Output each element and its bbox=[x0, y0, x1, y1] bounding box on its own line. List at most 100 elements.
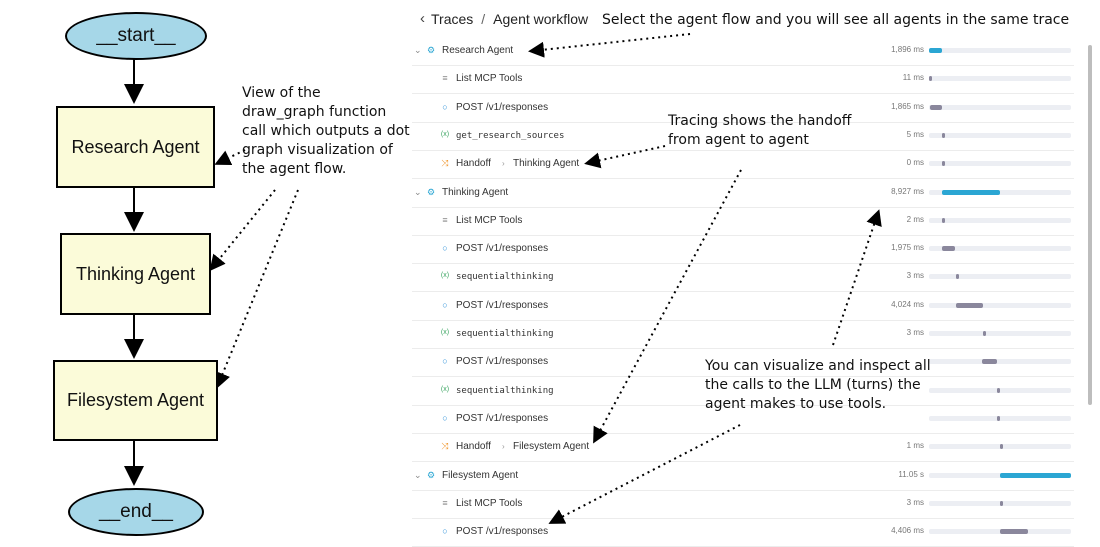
span-label: Filesystem Agent bbox=[442, 469, 519, 481]
agent-icon: ⚙ bbox=[426, 186, 436, 197]
span-label: sequentialthinking bbox=[456, 385, 554, 396]
timeline-bar bbox=[929, 48, 942, 53]
timeline-bar bbox=[941, 246, 955, 252]
timeline-track bbox=[929, 500, 1071, 506]
timeline-track bbox=[929, 132, 1071, 138]
agent-span-row[interactable]: ⌄ ⚙ Research Agent 1,896 ms bbox=[412, 37, 1074, 66]
annotation-line: Tracing shows the handoff bbox=[668, 113, 852, 129]
breadcrumb-separator: / bbox=[481, 10, 486, 27]
span-duration: 1,865 ms bbox=[891, 101, 924, 111]
timeline-track bbox=[929, 331, 1071, 336]
span-row[interactable]: (x) sequentialthinking bbox=[412, 377, 1074, 406]
handoff-icon: ⤨ bbox=[441, 158, 449, 169]
list-icon: ≡ bbox=[442, 497, 448, 508]
post-icon: ○ bbox=[442, 412, 448, 423]
end-node: __end__ bbox=[68, 488, 204, 536]
timeline-bar bbox=[982, 331, 986, 336]
span-row[interactable]: ○ POST /v1/responses bbox=[412, 348, 1074, 378]
post-icon: ○ bbox=[442, 101, 448, 112]
note-line: View of the bbox=[242, 85, 321, 101]
collapse-chevron-icon[interactable]: ⌄ bbox=[414, 186, 422, 197]
span-label: Handoff bbox=[456, 158, 491, 170]
draw-graph-note: View of the draw_graph function call whi… bbox=[242, 84, 410, 179]
annotation-line: agent makes to use tools. bbox=[705, 396, 887, 412]
handoff-icon: ⤨ bbox=[441, 441, 449, 452]
timeline-bar bbox=[981, 359, 998, 365]
traces-link[interactable]: Traces bbox=[431, 10, 474, 27]
timeline-track bbox=[929, 444, 1071, 450]
span-duration: 1,896 ms bbox=[891, 45, 924, 54]
timeline-bar bbox=[941, 189, 1000, 195]
collapse-chevron-icon[interactable]: ⌄ bbox=[414, 45, 422, 55]
research-agent-node: Research Agent bbox=[56, 106, 215, 188]
span-duration: 0 ms bbox=[906, 158, 924, 168]
span-label: Research Agent bbox=[442, 45, 514, 56]
span-label: Thinking Agent bbox=[442, 186, 509, 198]
timeline-track bbox=[929, 48, 1071, 53]
llm-calls-annotation: You can visualize and inspect all the ca… bbox=[705, 357, 931, 414]
annotation-line: the calls to the LLM (turns) the bbox=[705, 377, 921, 393]
back-chevron-icon[interactable]: ‹ bbox=[420, 10, 425, 27]
post-icon: ○ bbox=[442, 243, 448, 254]
span-duration: 3 ms bbox=[906, 271, 924, 281]
function-icon: (x) bbox=[440, 130, 450, 138]
timeline-track bbox=[929, 76, 1071, 82]
timeline-track bbox=[929, 161, 1071, 167]
agent-icon: ⚙ bbox=[426, 45, 436, 55]
function-icon: (x) bbox=[440, 329, 450, 336]
post-icon: ○ bbox=[442, 356, 448, 367]
span-label: POST /v1/responses bbox=[456, 299, 549, 311]
timeline-bar bbox=[1000, 444, 1003, 450]
span-duration: 5 ms bbox=[906, 129, 924, 139]
note-line: graph visualization of bbox=[242, 142, 393, 158]
scrollbar[interactable] bbox=[1088, 45, 1092, 405]
span-row[interactable]: ≡ List MCP Tools 11 ms bbox=[412, 65, 1074, 95]
timeline-track bbox=[929, 359, 1071, 365]
handoff-annotation: Tracing shows the handoff from agent to … bbox=[668, 112, 851, 150]
thinking-agent-node: Thinking Agent bbox=[60, 233, 211, 315]
timeline-bar bbox=[997, 387, 1000, 393]
post-icon: ○ bbox=[442, 526, 448, 537]
timeline-track bbox=[929, 387, 1071, 393]
span-label: POST /v1/responses bbox=[456, 356, 549, 368]
timeline-bar bbox=[1000, 500, 1003, 506]
span-duration: 1,975 ms bbox=[891, 243, 924, 253]
timeline-track bbox=[929, 189, 1071, 195]
span-label: POST /v1/responses bbox=[456, 526, 549, 538]
handoff-arrow-icon: › bbox=[502, 442, 505, 452]
span-label: List MCP Tools bbox=[456, 73, 523, 85]
annotation-line: from agent to agent bbox=[668, 132, 809, 148]
select-flow-annotation: Select the agent flow and you will see a… bbox=[602, 12, 1070, 28]
span-label: sequentialthinking bbox=[456, 272, 554, 283]
span-duration: 11 ms bbox=[902, 73, 924, 83]
note-line: the agent flow. bbox=[242, 161, 347, 177]
handoff-target: Filesystem Agent bbox=[513, 441, 590, 453]
timeline-bar bbox=[997, 415, 1000, 421]
span-row[interactable]: ○POST /v1/responses bbox=[412, 405, 1074, 434]
breadcrumb: ‹ Traces / Agent workflow bbox=[420, 10, 588, 27]
span-duration: 3 ms bbox=[906, 497, 924, 507]
function-icon: (x) bbox=[440, 385, 450, 393]
timeline-bar bbox=[955, 274, 959, 280]
collapse-chevron-icon[interactable]: ⌄ bbox=[414, 469, 422, 480]
list-icon: ≡ bbox=[442, 214, 448, 225]
timeline-bar bbox=[955, 302, 983, 308]
list-icon: ≡ bbox=[442, 73, 448, 84]
graph-edges bbox=[124, 57, 299, 486]
timeline-track bbox=[929, 415, 1071, 421]
timeline-bar bbox=[929, 76, 932, 82]
timeline-track bbox=[929, 302, 1071, 308]
